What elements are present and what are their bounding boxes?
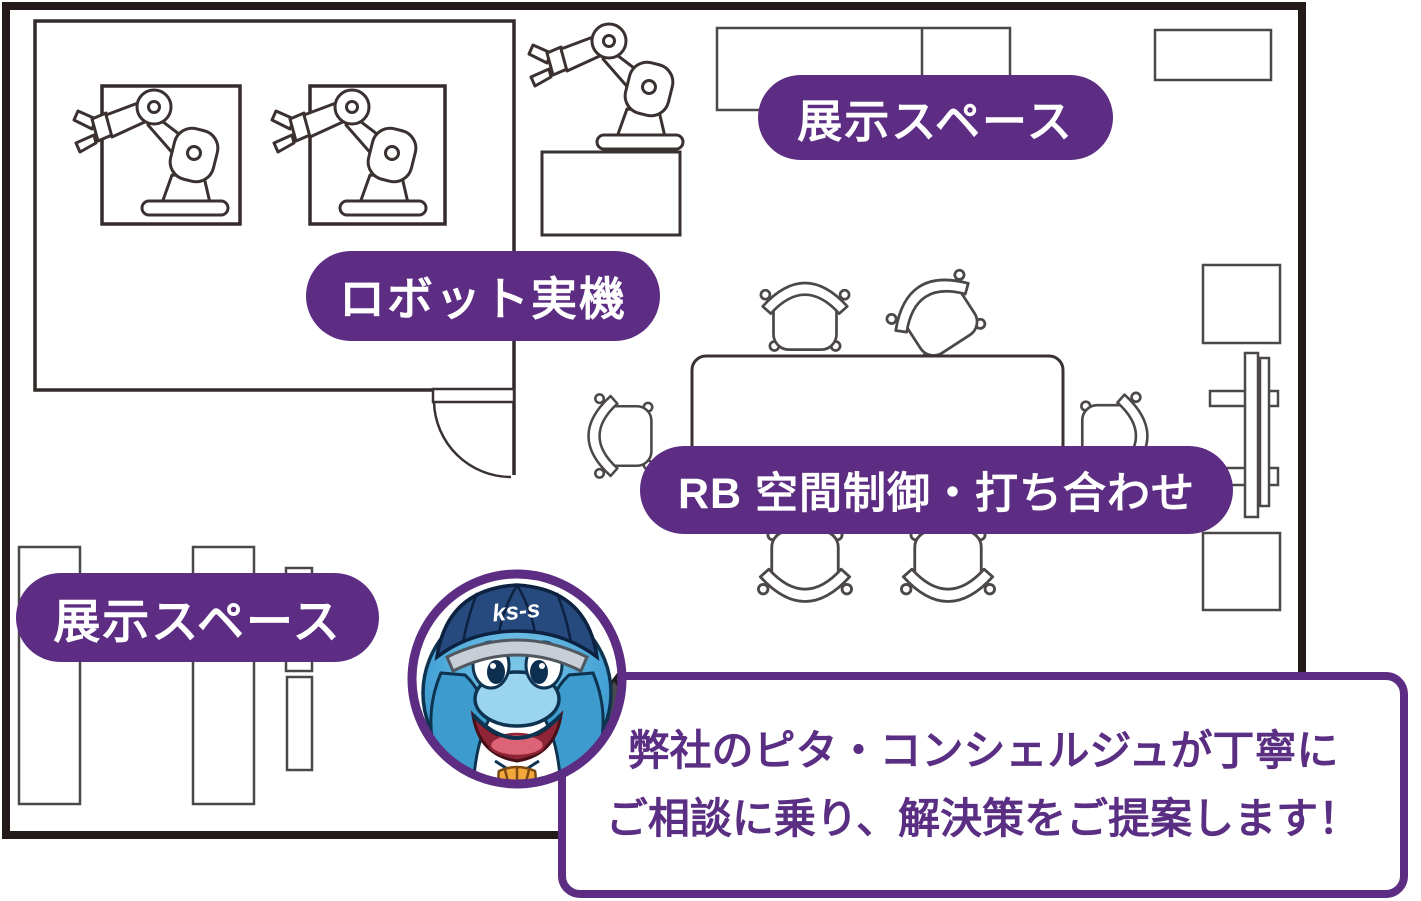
robot-arm-icon — [270, 88, 428, 217]
message-line-1: 弊社のピタ・コンシェルジュが丁寧に — [627, 726, 1339, 774]
label-robot-machines: ロボット実機 — [306, 251, 660, 341]
chair-icon — [900, 528, 996, 603]
chair-icon — [587, 393, 654, 479]
message-line-2: ご相談に乗り、解決策をご提案します！ — [605, 795, 1361, 842]
dolphin-mascot-icon: ks-s — [407, 569, 627, 789]
robot-cell-2 — [308, 84, 447, 226]
chair-icon — [879, 260, 996, 371]
robot-room-wall — [33, 19, 516, 475]
cap-text: ks-s — [491, 596, 542, 628]
chair-icon — [759, 281, 851, 352]
baseball-cap-icon: ks-s — [434, 583, 600, 674]
concierge-message-box: 弊社のピタ・コンシェルジュが丁寧に ご相談に乗り、解決策をご提案します！ — [558, 672, 1408, 898]
label-meeting-space: RB 空間制御・打ち合わせ — [640, 446, 1233, 534]
cabinet-right-upper — [1201, 263, 1282, 345]
robot-pedestal — [540, 150, 682, 237]
cabinet-top-right — [1153, 28, 1273, 82]
robot-cell-1 — [100, 84, 242, 226]
mascot-ring — [407, 569, 627, 789]
cabinet-right-lower — [1201, 531, 1282, 612]
robot-arm-icon — [527, 22, 685, 151]
robot-arm-icon — [72, 88, 230, 217]
label-exhibit-space-top: 展示スペース — [758, 75, 1113, 160]
label-exhibit-space-bottom: 展示スペース — [16, 573, 379, 662]
mascot-avatar: ks-s — [403, 565, 631, 793]
door-icon — [431, 387, 516, 479]
chair-icon — [757, 528, 853, 603]
